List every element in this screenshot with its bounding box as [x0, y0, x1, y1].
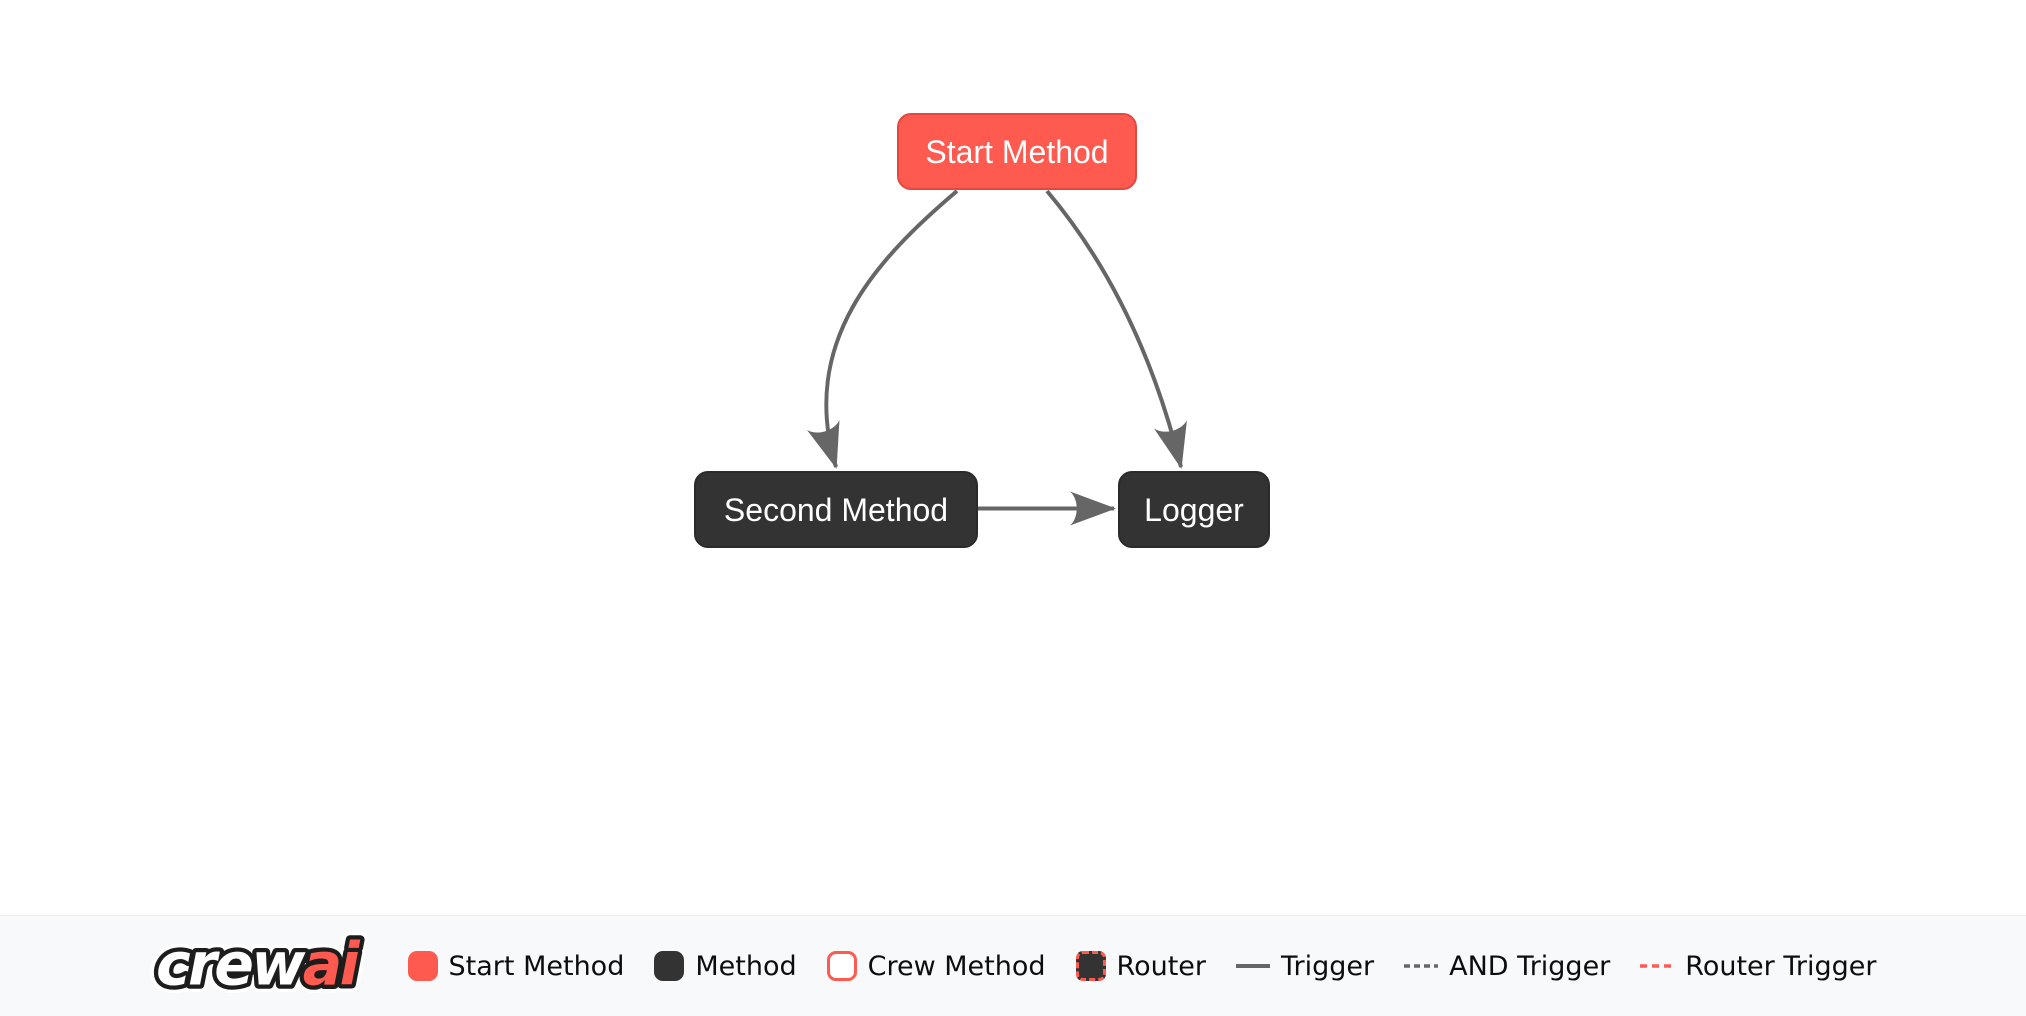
legend-item-label: Method	[695, 950, 797, 982]
node-second-method[interactable]: Second Method	[694, 471, 978, 548]
legend-bar: crewai crewai crewai Start Method Method…	[0, 915, 2026, 1016]
node-label: Second Method	[723, 491, 949, 528]
node-label: Logger	[1144, 491, 1244, 528]
router-trigger-line-icon	[1640, 951, 1675, 981]
legend-item-start-method: Start Method	[407, 950, 625, 982]
legend-item-label: AND Trigger	[1449, 950, 1611, 982]
crewai-logo: crewai crewai crewai	[148, 921, 371, 1011]
legend-item-label: Trigger	[1281, 950, 1375, 982]
legend-item-label: Start Method	[448, 950, 625, 982]
legend-item-label: Crew Method	[867, 950, 1046, 982]
legend-item-label: Router Trigger	[1685, 950, 1877, 982]
method-swatch-icon	[654, 951, 685, 981]
trigger-line-icon	[1236, 951, 1270, 981]
legend-item-router-trigger: Router Trigger	[1640, 951, 1876, 981]
svg-text:crewai: crewai	[155, 931, 360, 999]
legend-item-trigger: Trigger	[1236, 951, 1374, 981]
legend-item-router: Router	[1075, 950, 1206, 982]
router-swatch-icon	[1075, 951, 1106, 981]
node-start-method[interactable]: Start Method	[897, 113, 1137, 190]
edge-start-to-logger	[1045, 189, 1187, 469]
and-trigger-line-icon	[1404, 951, 1439, 981]
node-logger[interactable]: Logger	[1118, 471, 1270, 548]
start-method-swatch-icon	[407, 951, 438, 981]
legend-item-crew-method: Crew Method	[826, 950, 1046, 982]
legend-item-method: Method	[654, 950, 797, 982]
svg-text:crewai: crewai	[155, 931, 360, 999]
node-label: Start Method	[925, 133, 1109, 170]
edge-start-to-second-method	[806, 189, 959, 469]
crew-method-swatch-icon	[826, 951, 857, 981]
legend-item-label: Router	[1116, 950, 1206, 982]
legend-item-and-trigger: AND Trigger	[1404, 951, 1610, 981]
